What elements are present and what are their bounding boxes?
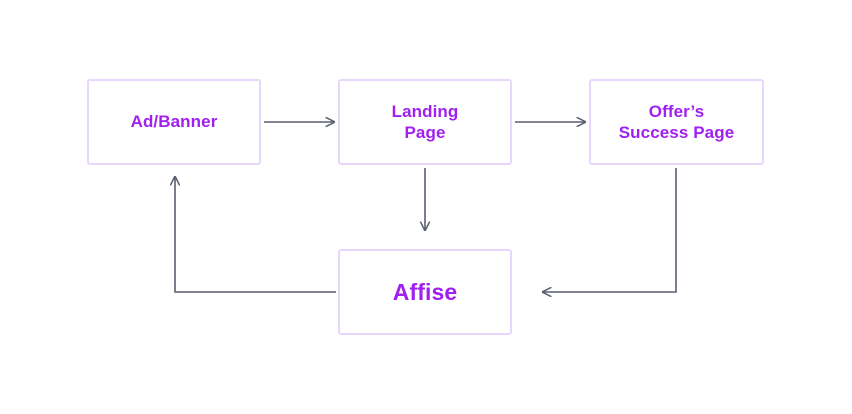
node-landing-page[interactable]: Landing Page bbox=[338, 79, 512, 165]
node-ad-banner-label: Ad/Banner bbox=[130, 112, 218, 132]
node-ad-banner[interactable]: Ad/Banner bbox=[87, 79, 261, 165]
node-landing-page-label: Landing Page bbox=[391, 101, 459, 142]
node-affise[interactable]: Affise bbox=[338, 249, 512, 335]
node-offers-success-page-label: Offer’s Success Page bbox=[618, 101, 735, 142]
connector-affise-to-ad-banner bbox=[175, 177, 336, 293]
node-offers-success-page[interactable]: Offer’s Success Page bbox=[589, 79, 764, 165]
connector-offers-success-page-to-affise bbox=[543, 168, 677, 292]
node-affise-label: Affise bbox=[392, 278, 458, 305]
